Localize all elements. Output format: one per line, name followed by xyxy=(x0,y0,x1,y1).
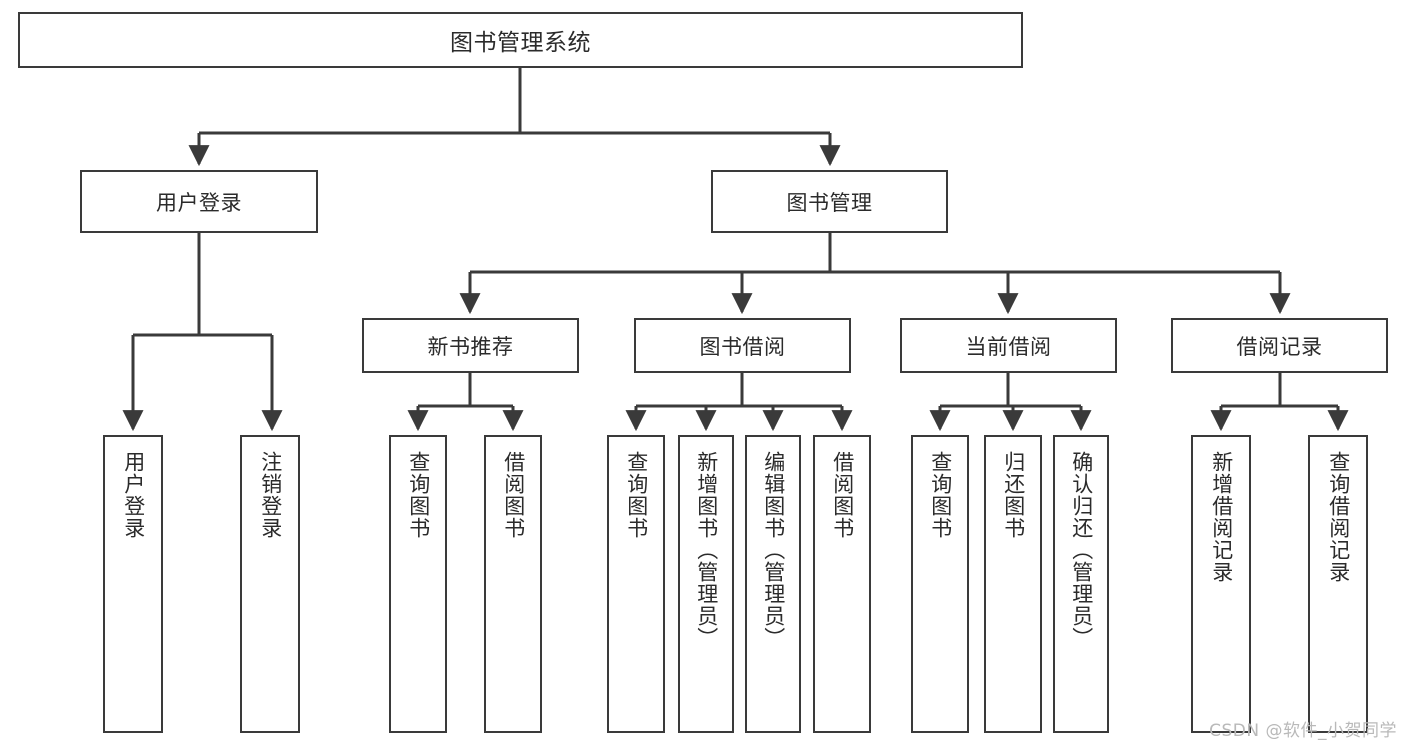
node-leaf-edit-book-admin[interactable]: 编辑图书（管理员） xyxy=(745,435,801,733)
node-label: 新增图书（管理员） xyxy=(694,451,719,649)
node-label: 用户登录 xyxy=(121,451,146,539)
node-label: 注销登录 xyxy=(258,451,283,539)
node-leaf-borrow-book-action[interactable]: 借阅图书 xyxy=(813,435,871,733)
node-current-borrow[interactable]: 当前借阅 xyxy=(900,318,1117,373)
node-label: 确认归还（管理员） xyxy=(1069,451,1094,649)
node-label: 借阅记录 xyxy=(1236,334,1323,359)
node-label: 查询借阅记录 xyxy=(1326,451,1351,583)
node-book-borrow[interactable]: 图书借阅 xyxy=(634,318,851,373)
node-leaf-query-borrow-record[interactable]: 查询借阅记录 xyxy=(1308,435,1368,733)
node-leaf-query-book-new[interactable]: 查询图书 xyxy=(389,435,447,733)
node-leaf-borrow-book-new[interactable]: 借阅图书 xyxy=(484,435,542,733)
node-new-book-recommend[interactable]: 新书推荐 xyxy=(362,318,579,373)
node-label: 查询图书 xyxy=(928,451,953,539)
node-user-login[interactable]: 用户登录 xyxy=(80,170,318,233)
node-book-management[interactable]: 图书管理 xyxy=(711,170,948,233)
node-label: 新书推荐 xyxy=(427,334,514,359)
node-label: 借阅图书 xyxy=(501,451,526,539)
node-label: 查询图书 xyxy=(624,451,649,539)
node-leaf-add-borrow-record[interactable]: 新增借阅记录 xyxy=(1191,435,1251,733)
node-leaf-return-book[interactable]: 归还图书 xyxy=(984,435,1042,733)
node-label: 借阅图书 xyxy=(830,451,855,539)
node-leaf-query-book-borrow[interactable]: 查询图书 xyxy=(607,435,665,733)
node-label: 图书借阅 xyxy=(699,334,786,359)
node-root-system[interactable]: 图书管理系统 xyxy=(18,12,1023,68)
node-label: 用户登录 xyxy=(156,190,242,215)
node-leaf-query-book-current[interactable]: 查询图书 xyxy=(911,435,969,733)
node-label: 新增借阅记录 xyxy=(1209,451,1234,583)
node-borrow-record[interactable]: 借阅记录 xyxy=(1171,318,1388,373)
node-label: 当前借阅 xyxy=(965,334,1052,359)
node-label: 归还图书 xyxy=(1001,451,1026,539)
node-label: 图书管理 xyxy=(786,190,873,215)
node-label: 查询图书 xyxy=(406,451,431,539)
node-leaf-add-book-admin[interactable]: 新增图书（管理员） xyxy=(678,435,734,733)
node-label: 编辑图书（管理员） xyxy=(761,451,786,649)
node-leaf-user-login[interactable]: 用户登录 xyxy=(103,435,163,733)
node-leaf-logout[interactable]: 注销登录 xyxy=(240,435,300,733)
node-leaf-confirm-return-admin[interactable]: 确认归还（管理员） xyxy=(1053,435,1109,733)
node-label: 图书管理系统 xyxy=(450,30,591,56)
